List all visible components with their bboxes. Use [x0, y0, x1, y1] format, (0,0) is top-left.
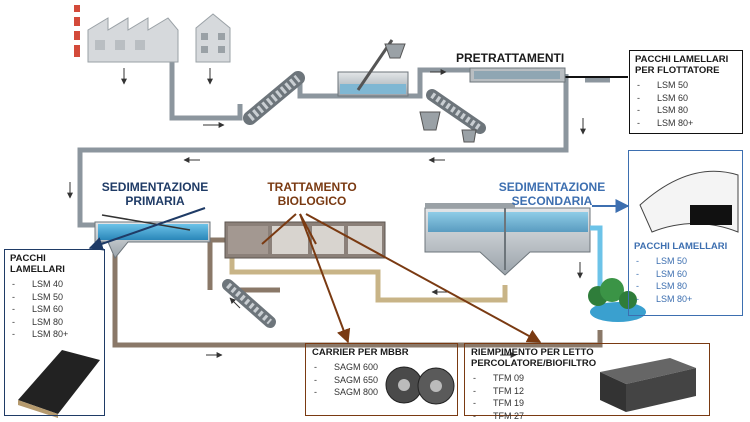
- primary-box-list: LSM 40 LSM 50 LSM 60 LSM 80 LSM 80+: [10, 278, 99, 341]
- title-secondary-sedimentation: SEDIMENTAZIONE SECONDARIA: [490, 180, 614, 208]
- title-primary-sedimentation: SEDIMENTAZIONE PRIMARIA: [95, 180, 215, 208]
- list-item: LSM 40: [10, 278, 99, 291]
- list-item: LSM 80: [635, 104, 737, 117]
- biofilter-media-box: RIEMPIMENTO PER LETTO PERCOLATORE/BIOFIL…: [464, 343, 710, 416]
- secondary-box-title: PACCHI LAMELLARI: [634, 241, 737, 252]
- list-item: LSM 60: [634, 268, 737, 281]
- list-item: TFM 09: [471, 372, 703, 385]
- grit-channel: [470, 68, 565, 82]
- list-item: SAGM 650: [312, 374, 451, 387]
- mbbr-carrier-box: CARRIER PER MBBR SAGM 600 SAGM 650 SAGM …: [305, 343, 458, 416]
- biofilter-box-title: RIEMPIMENTO PER LETTO PERCOLATORE/BIOFIL…: [471, 347, 703, 369]
- list-item: LSM 80: [634, 280, 737, 293]
- list-item: LSM 80+: [635, 117, 737, 130]
- title-pretreatment: PRETRATTAMENTI: [456, 51, 566, 65]
- list-item: TFM 27: [471, 410, 703, 422]
- screw-conveyor-2: [420, 95, 480, 142]
- screen-channel: [338, 40, 408, 96]
- list-item: LSM 60: [635, 92, 737, 105]
- list-item: SAGM 800: [312, 386, 451, 399]
- list-item: LSM 80: [10, 316, 99, 329]
- primary-lamellar-box: PACCHI LAMELLARI LSM 40 LSM 50 LSM 60 LS…: [4, 249, 105, 416]
- list-item: LSM 50: [634, 255, 737, 268]
- list-item: TFM 19: [471, 397, 703, 410]
- mbbr-box-title: CARRIER PER MBBR: [312, 347, 451, 358]
- list-item: LSM 80+: [10, 328, 99, 341]
- house-icon: [196, 14, 230, 62]
- primary-box-title: PACCHI LAMELLARI: [10, 253, 99, 275]
- title-biological-treatment: TRATTAMENTO BIOLOGICO: [252, 180, 372, 208]
- flotation-lamellar-box: PACCHI LAMELLARI PER FLOTTATORE LSM 50 L…: [629, 50, 743, 134]
- secondary-tank: [425, 203, 590, 275]
- mbbr-box-list: SAGM 600 SAGM 650 SAGM 800: [312, 361, 451, 399]
- secondary-box-list: LSM 50 LSM 60 LSM 80 LSM 80+: [634, 255, 737, 305]
- flotation-box-title: PACCHI LAMELLARI PER FLOTTATORE: [635, 54, 737, 76]
- list-item: LSM 60: [10, 303, 99, 316]
- list-item: LSM 50: [635, 79, 737, 92]
- factory-icon: [74, 5, 178, 62]
- screw-conveyor-1: [250, 78, 298, 118]
- flotation-box-list: LSM 50 LSM 60 LSM 80 LSM 80+: [635, 79, 737, 129]
- secondary-lamellar-box: PACCHI LAMELLARI LSM 50 LSM 60 LSM 80 LS…: [628, 150, 743, 316]
- list-item: TFM 12: [471, 385, 703, 398]
- list-item: SAGM 600: [312, 361, 451, 374]
- biofilter-box-list: TFM 09 TFM 12 TFM 19 TFM 27: [471, 372, 703, 422]
- primary-tank: [95, 215, 210, 258]
- list-item: LSM 80+: [634, 293, 737, 306]
- list-item: LSM 50: [10, 291, 99, 304]
